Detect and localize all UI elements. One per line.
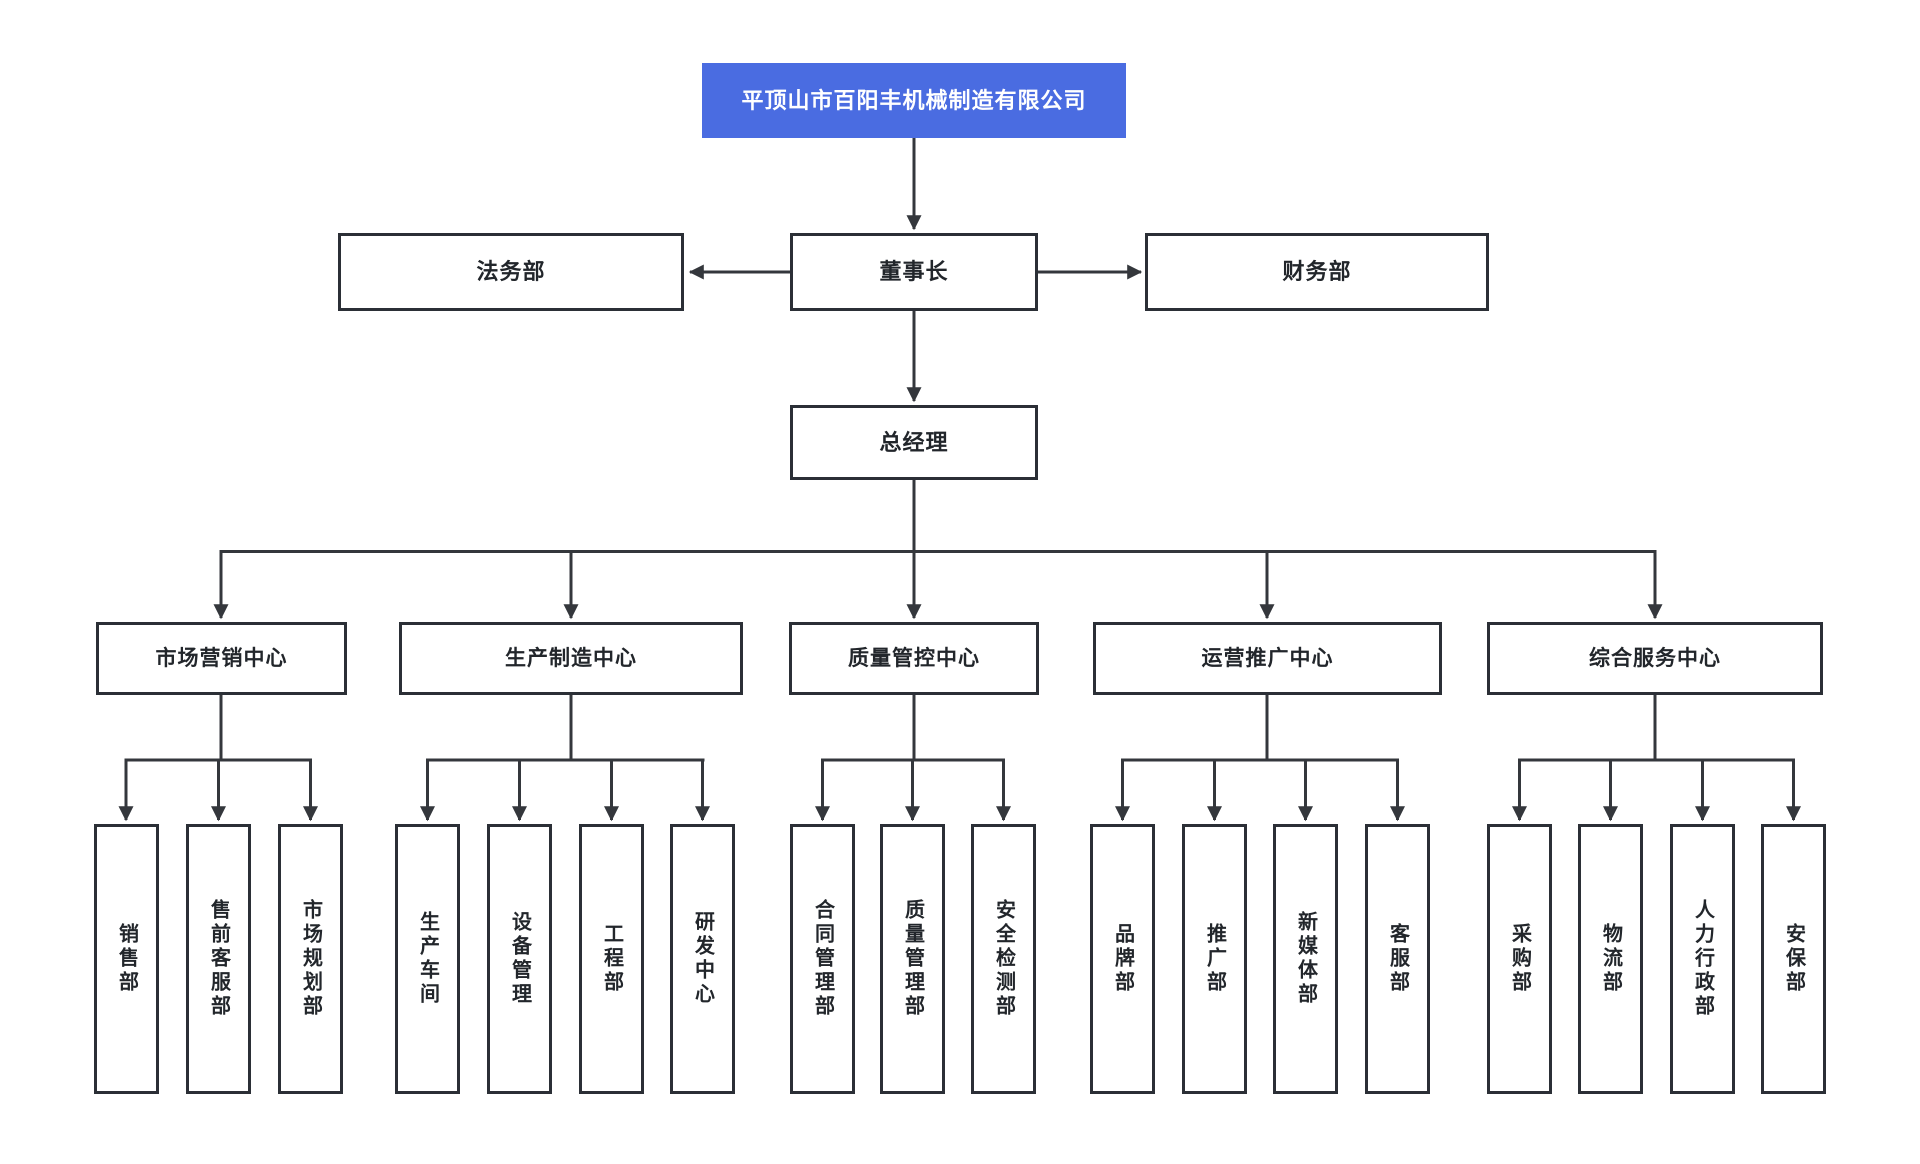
node-dept-hr-admin: 人力行政部 bbox=[1670, 824, 1735, 1094]
node-center-quality: 质量管控中心 bbox=[789, 622, 1039, 695]
node-dept-market-planning: 市场规划部 bbox=[278, 824, 343, 1094]
node-dept-security: 安保部 bbox=[1761, 824, 1826, 1094]
node-dept-hr-admin-label: 人力行政部 bbox=[1691, 899, 1714, 1019]
node-dept-contract-management: 合同管理部 bbox=[790, 824, 855, 1094]
node-legal-dept: 法务部 bbox=[338, 233, 684, 311]
node-dept-sales-label: 销售部 bbox=[115, 923, 138, 995]
node-finance-dept: 财务部 bbox=[1145, 233, 1489, 311]
node-dept-brand: 品牌部 bbox=[1090, 824, 1155, 1094]
node-dept-rd-center-label: 研发中心 bbox=[691, 911, 714, 1007]
node-general-manager-label: 总经理 bbox=[879, 429, 949, 455]
node-dept-quality-management-label: 质量管理部 bbox=[901, 899, 924, 1019]
node-dept-new-media-label: 新媒体部 bbox=[1294, 911, 1317, 1007]
node-chairman: 董事长 bbox=[790, 233, 1038, 311]
node-dept-engineering: 工程部 bbox=[579, 824, 644, 1094]
node-dept-presales-service: 售前客服部 bbox=[186, 824, 251, 1094]
node-dept-procurement: 采购部 bbox=[1487, 824, 1552, 1094]
node-dept-equipment-management-label: 设备管理 bbox=[508, 911, 531, 1007]
node-chairman-label: 董事长 bbox=[879, 259, 949, 284]
node-finance-dept-label: 财务部 bbox=[1282, 259, 1352, 284]
node-dept-sales: 销售部 bbox=[94, 824, 159, 1094]
node-dept-customer-service: 客服部 bbox=[1365, 824, 1430, 1094]
node-dept-customer-service-label: 客服部 bbox=[1386, 923, 1409, 995]
node-center-operations-label: 运营推广中心 bbox=[1201, 647, 1334, 670]
node-dept-promotion: 推广部 bbox=[1182, 824, 1247, 1094]
node-dept-brand-label: 品牌部 bbox=[1111, 923, 1134, 995]
node-center-services: 综合服务中心 bbox=[1487, 622, 1823, 695]
node-dept-new-media: 新媒体部 bbox=[1273, 824, 1338, 1094]
node-dept-safety-inspection-label: 安全检测部 bbox=[992, 899, 1015, 1019]
node-dept-engineering-label: 工程部 bbox=[600, 923, 623, 995]
node-dept-production-workshop: 生产车间 bbox=[395, 824, 460, 1094]
node-dept-equipment-management: 设备管理 bbox=[487, 824, 552, 1094]
node-center-operations: 运营推广中心 bbox=[1093, 622, 1442, 695]
node-dept-presales-service-label: 售前客服部 bbox=[207, 899, 230, 1019]
node-center-services-label: 综合服务中心 bbox=[1589, 647, 1721, 670]
node-dept-security-label: 安保部 bbox=[1782, 923, 1805, 995]
node-center-quality-label: 质量管控中心 bbox=[848, 647, 980, 670]
node-dept-quality-management: 质量管理部 bbox=[880, 824, 945, 1094]
node-general-manager: 总经理 bbox=[790, 405, 1038, 480]
node-center-marketing: 市场营销中心 bbox=[96, 622, 347, 695]
node-dept-production-workshop-label: 生产车间 bbox=[416, 911, 439, 1007]
node-dept-logistics: 物流部 bbox=[1578, 824, 1643, 1094]
node-dept-rd-center: 研发中心 bbox=[670, 824, 735, 1094]
node-center-marketing-label: 市场营销中心 bbox=[155, 647, 288, 670]
node-legal-dept-label: 法务部 bbox=[476, 259, 546, 284]
node-dept-logistics-label: 物流部 bbox=[1599, 923, 1622, 995]
node-dept-procurement-label: 采购部 bbox=[1508, 923, 1531, 995]
node-dept-safety-inspection: 安全检测部 bbox=[971, 824, 1036, 1094]
node-company: 平顶山市百阳丰机械制造有限公司 bbox=[702, 63, 1126, 138]
node-company-label: 平顶山市百阳丰机械制造有限公司 bbox=[741, 87, 1087, 113]
node-center-production: 生产制造中心 bbox=[399, 622, 743, 695]
node-center-production-label: 生产制造中心 bbox=[505, 647, 637, 670]
node-dept-contract-management-label: 合同管理部 bbox=[811, 899, 834, 1019]
node-dept-promotion-label: 推广部 bbox=[1203, 923, 1226, 995]
node-dept-market-planning-label: 市场规划部 bbox=[299, 899, 322, 1019]
